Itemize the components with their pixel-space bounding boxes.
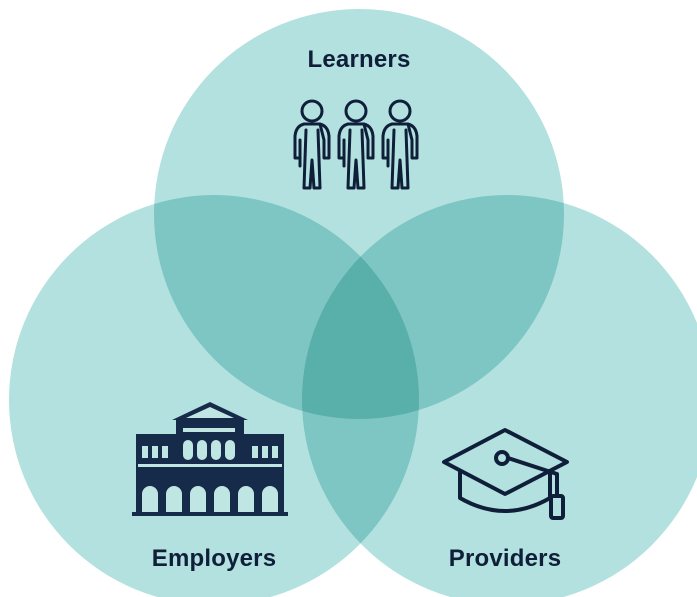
learners-label: Learners — [307, 46, 411, 73]
three-people-icon — [293, 99, 419, 190]
person-icon — [381, 99, 419, 190]
venn-circles — [9, 9, 697, 597]
providers-circle — [302, 195, 697, 597]
employers-circle — [9, 195, 419, 597]
graduation-cap-icon — [442, 428, 569, 520]
person-icon — [293, 99, 331, 190]
providers-label: Providers — [448, 545, 562, 572]
employers-label: Employers — [151, 545, 277, 572]
person-icon — [337, 99, 375, 190]
building-icon — [132, 402, 288, 516]
